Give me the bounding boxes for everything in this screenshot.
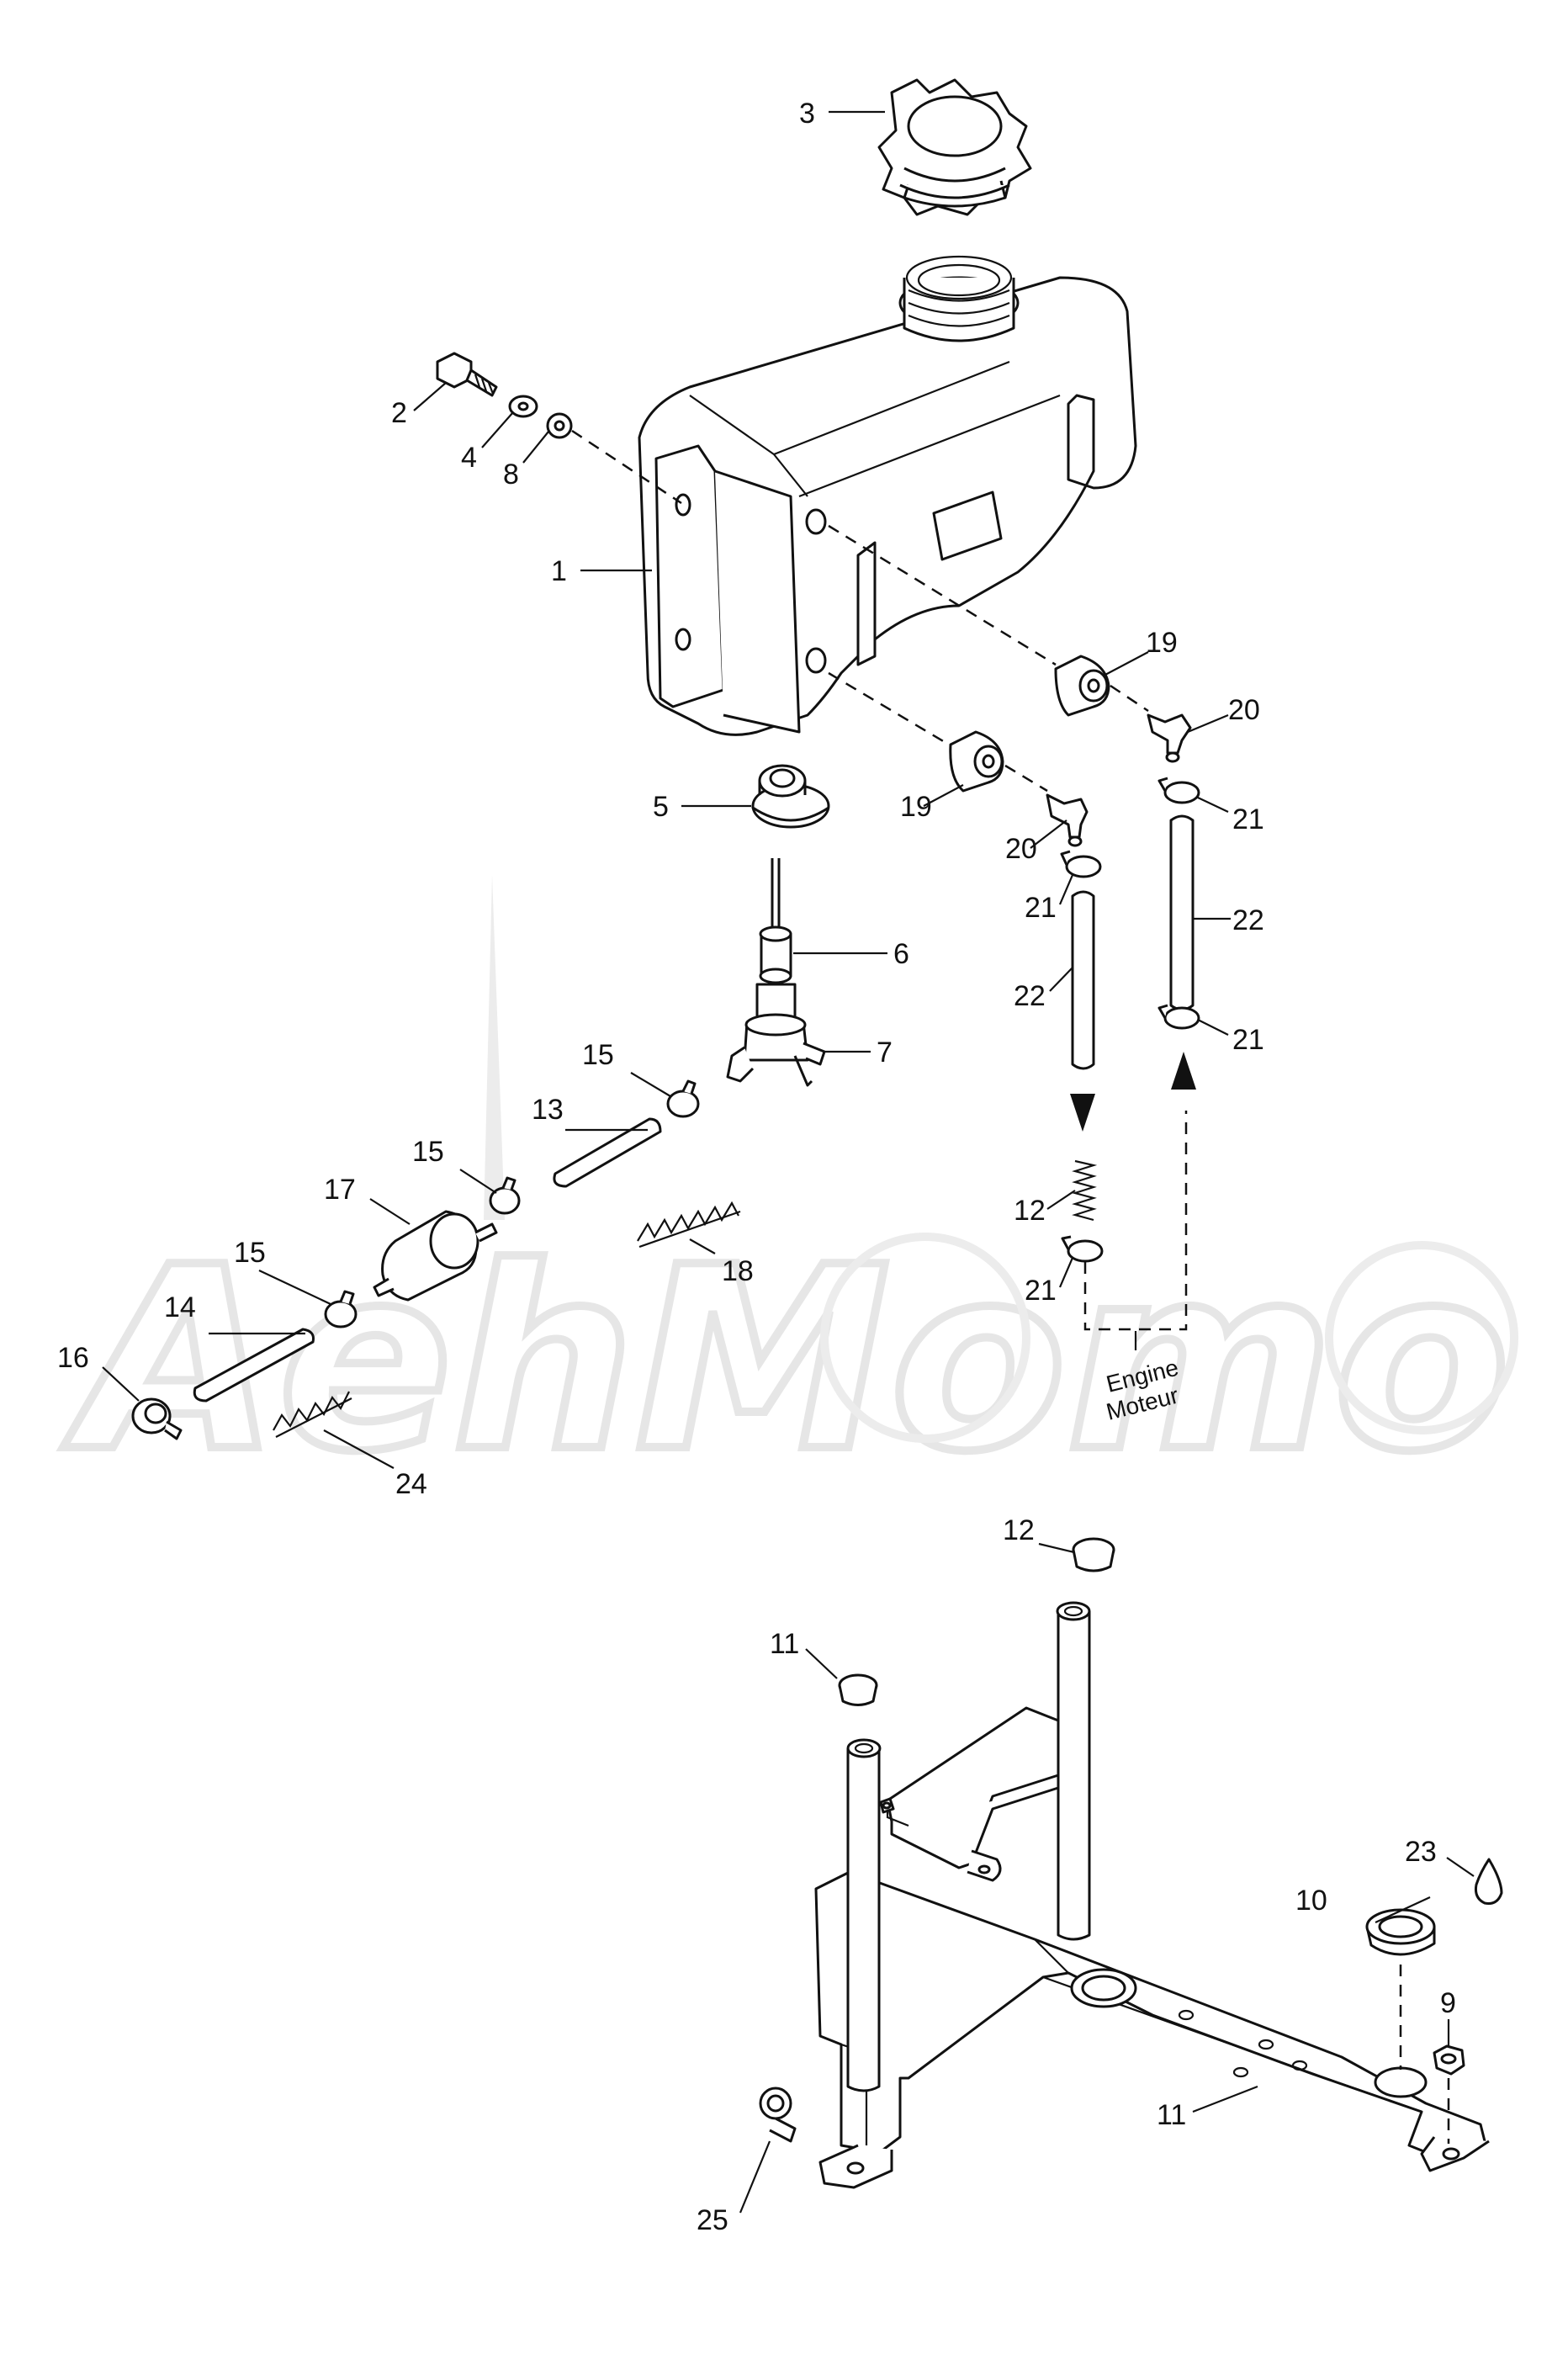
hose-clamp-21-bottom-right [1157, 1004, 1200, 1030]
callout-9: 9 [1440, 1987, 1456, 2019]
fuel-line-right [1169, 814, 1195, 1011]
fuel-pickup-tube [759, 858, 792, 984]
flow-arrow-down [1070, 1094, 1095, 1132]
callout-21-a: 21 [1232, 803, 1264, 835]
lubricant-drop [1475, 1858, 1503, 1905]
watermark: AehMomo [56, 875, 1518, 1511]
callout-22-left: 22 [1014, 980, 1046, 1012]
callout-14-top: 13 [532, 1094, 564, 1126]
fuel-filter [373, 1210, 498, 1302]
callout-15-mid: 15 [412, 1136, 444, 1168]
callout-20-left: 20 [1005, 833, 1037, 865]
callout-15-top: 15 [582, 1039, 614, 1071]
hose-clamp-21-bottom-left [1061, 1235, 1104, 1263]
elbow-fitting-upper [1147, 713, 1192, 763]
tank-grommet-upper [1054, 655, 1110, 717]
callout-21-b: 21 [1025, 892, 1057, 924]
svg-text:AehMomo: AehMomo [60, 1213, 1510, 1507]
callout-21-c: 21 [1232, 1024, 1264, 1056]
bolt-assembly-path [571, 429, 682, 505]
flow-arrow-up [1171, 1052, 1196, 1090]
tube-cap-upper [1072, 1537, 1115, 1572]
callout-13: 12 [1014, 1195, 1046, 1227]
callout-12-upper: 12 [1003, 1514, 1035, 1546]
callout-18: 18 [722, 1255, 754, 1287]
washer [508, 395, 538, 418]
fuel-cap [877, 78, 1032, 216]
callout-15-low: 15 [234, 1237, 266, 1269]
fuel-tank [638, 255, 1137, 736]
hose-clamp-middle [489, 1176, 521, 1215]
callout-labels: 3 2 4 8 1 5 6 7 15 13 15 17 15 14 16 18 … [57, 98, 1456, 2236]
callout-25: 25 [697, 2204, 728, 2236]
p-clamp [759, 2087, 797, 2143]
callout-22-right: 22 [1232, 904, 1264, 936]
fuel-hose-lower [193, 1328, 315, 1403]
bolt [436, 352, 498, 397]
callout-5: 5 [653, 791, 669, 823]
spring-13 [1072, 1159, 1098, 1222]
fuel-line-left [1071, 890, 1095, 1070]
elbow-fitting-lower [1046, 793, 1089, 847]
spring-24 [273, 1391, 352, 1438]
callout-19-left: 19 [900, 791, 932, 823]
spring-18 [637, 1201, 741, 1249]
hose-clamp-upper [666, 1079, 700, 1118]
callout-19-right: 19 [1146, 627, 1178, 659]
callout-17: 17 [324, 1174, 356, 1206]
fuel-petcock [726, 983, 826, 1087]
tube-cap-lower [838, 1673, 878, 1706]
leader-lines [102, 110, 1475, 2214]
tank-mounting-frame [814, 1601, 1490, 2189]
hose-clip [131, 1397, 183, 1440]
callout-6: 6 [893, 938, 909, 970]
callout-10: 10 [1295, 1885, 1327, 1917]
callout-12-lower: 11 [770, 1628, 799, 1660]
callout-2: 2 [391, 397, 407, 429]
callout-1: 1 [551, 555, 567, 587]
hose-clamp-lower [324, 1290, 358, 1328]
callout-14-low: 14 [164, 1291, 196, 1323]
callout-4: 4 [461, 442, 477, 474]
grommet-lower-path [828, 671, 950, 746]
callout-7: 7 [877, 1037, 893, 1068]
fitting-upper-path [1110, 684, 1149, 713]
hose-clamp-21-top-right [1157, 777, 1200, 804]
callout-20-right: 20 [1228, 694, 1260, 726]
frame-grommet [1365, 1908, 1436, 1956]
callout-21-d: 21 [1025, 1275, 1057, 1307]
callout-23: 23 [1405, 1836, 1437, 1868]
callout-11: 11 [1157, 2099, 1186, 2131]
hose-clamp-21-top-left [1060, 850, 1102, 878]
callout-16: 16 [57, 1342, 89, 1374]
callout-8: 8 [503, 459, 519, 490]
lock-nut [1433, 2044, 1465, 2076]
callout-24: 24 [395, 1468, 427, 1500]
fitting-lower-path [1004, 764, 1048, 793]
tank-grommet-lower [949, 730, 1004, 793]
grommet [751, 764, 830, 829]
grommet-upper-path [828, 524, 1057, 666]
fuel-hose-upper [553, 1117, 662, 1188]
lock-washer [546, 412, 573, 439]
callout-3: 3 [799, 98, 815, 130]
